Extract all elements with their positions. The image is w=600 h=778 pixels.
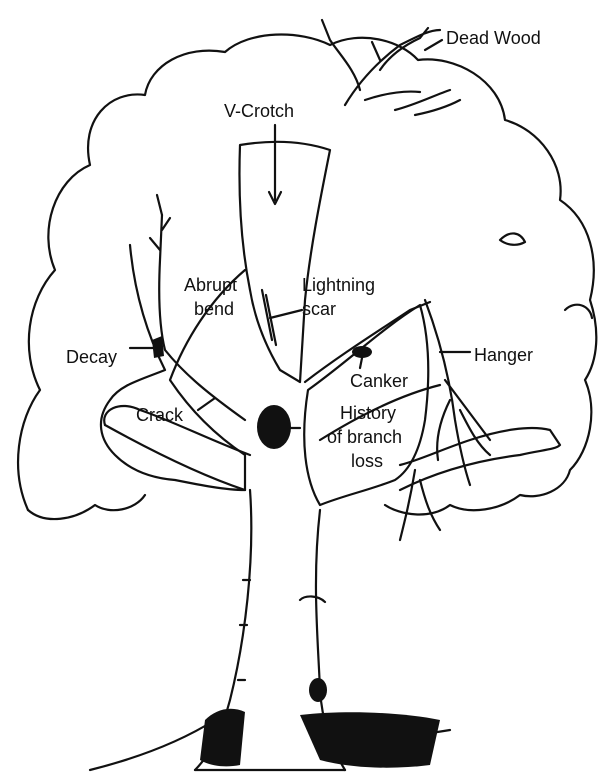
label-crack: Crack [136,404,183,426]
label-v-crotch: V-Crotch [224,100,294,122]
roots [90,720,215,770]
hanger-limb [425,300,470,485]
label-abrupt: Abrupt [184,274,237,296]
label-hanger: Hanger [474,344,533,366]
label-lightning: Lightning [302,274,375,296]
label-loss: loss [351,450,383,472]
lightning-leader [270,310,302,318]
decay-spot [152,336,164,358]
label-bend: bend [194,298,234,320]
dead-wood-leader [425,40,442,50]
label-of-branch: of branch [327,426,402,448]
canker-mark [352,346,372,358]
crack-leader [198,398,215,410]
label-history: History [340,402,396,424]
decay-cavity [257,405,291,449]
label-canker: Canker [350,370,408,392]
canker-leader [360,358,362,368]
label-dead-wood: Dead Wood [446,27,541,49]
base-shadow [300,712,440,767]
dead-wood [322,20,460,115]
label-decay: Decay [66,346,117,368]
label-scar: scar [302,298,336,320]
inner-canopy-center [239,142,330,382]
